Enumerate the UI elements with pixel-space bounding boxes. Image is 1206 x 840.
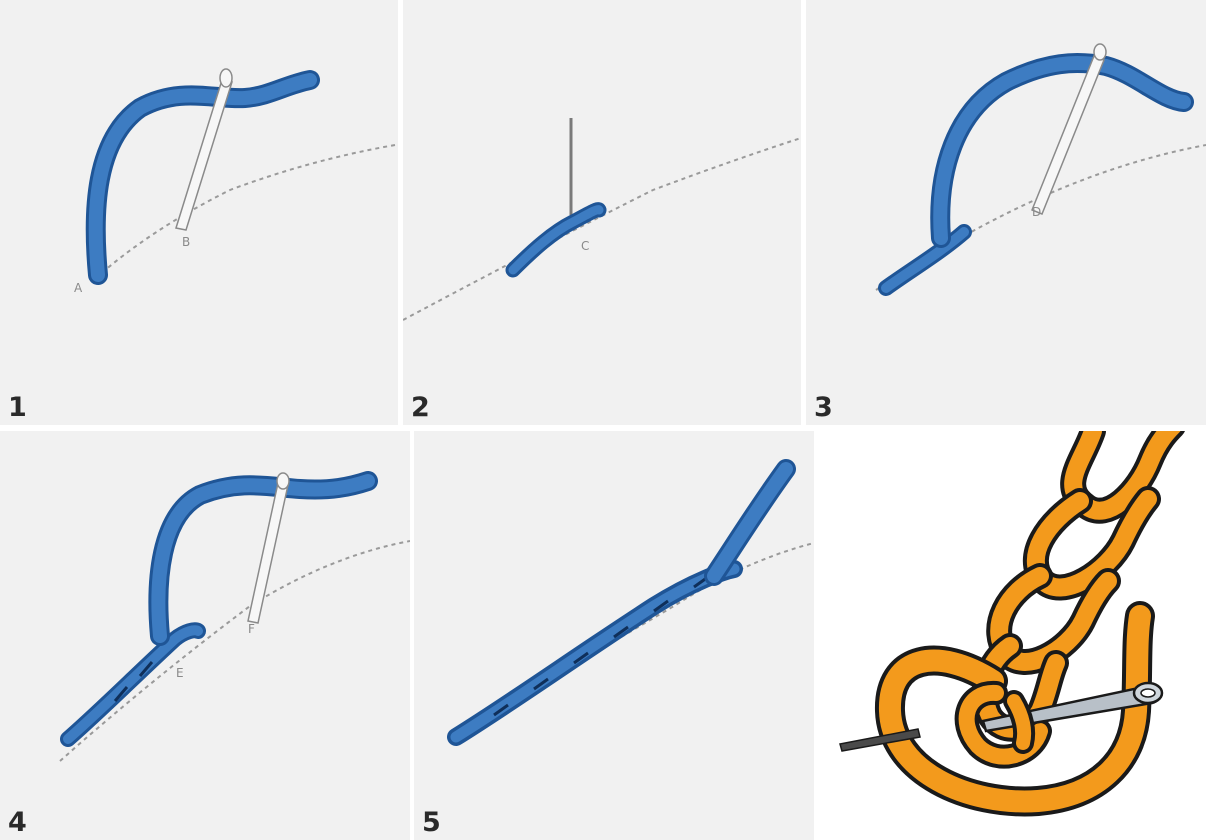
step-3-illustration (806, 0, 1206, 425)
step-number: 5 (422, 809, 441, 836)
step-1-panel: A B 1 (0, 0, 398, 425)
step-2-illustration (403, 0, 801, 425)
step-number: 3 (814, 394, 833, 421)
step-number: 1 (8, 394, 27, 421)
thread-tail-highlight (714, 469, 786, 576)
step-1-illustration (0, 0, 398, 425)
step-3-panel: D 3 (806, 0, 1206, 425)
step-5-illustration (414, 431, 814, 840)
chain-loop-highlight (886, 232, 964, 288)
step-number: 2 (411, 394, 430, 421)
chain-stitch-illustration (818, 431, 1206, 840)
step-number: 4 (8, 809, 27, 836)
step-2-panel: C 2 (403, 0, 801, 425)
guide-line (60, 541, 410, 761)
step-5-panel: 5 (414, 431, 814, 840)
point-label-d: D (1032, 206, 1041, 218)
point-label-c: C (581, 240, 589, 252)
point-label-a: A (74, 282, 82, 294)
chain-stitch-illustration-panel (818, 431, 1206, 840)
step-4-illustration (0, 431, 410, 840)
guide-line (96, 145, 395, 278)
guide-line (403, 138, 801, 320)
point-label-b: B (182, 236, 190, 248)
point-label-f: F (248, 623, 255, 635)
step-4-panel: E F 4 (0, 431, 410, 840)
point-label-e: E (176, 667, 184, 679)
